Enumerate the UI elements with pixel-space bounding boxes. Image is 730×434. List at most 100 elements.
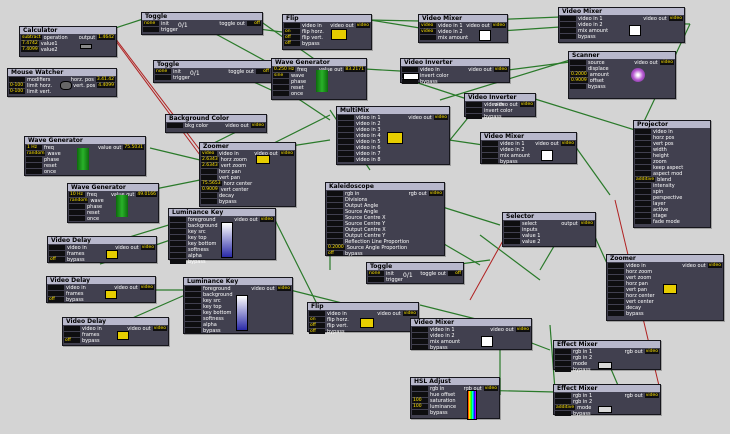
video-in-2-value[interactable] — [412, 333, 428, 338]
rgb-in-1-value[interactable] — [555, 393, 571, 398]
init-value[interactable]: none — [143, 21, 159, 26]
video-out-value[interactable]: video — [560, 141, 575, 146]
invert-color-value[interactable] — [466, 108, 482, 113]
video-in-2-value[interactable] — [338, 121, 354, 126]
mix-amount-value[interactable] — [420, 35, 436, 40]
value2-value[interactable] — [504, 239, 520, 244]
video-in-1-value[interactable] — [412, 327, 428, 332]
video-in-value[interactable] — [49, 245, 65, 250]
rgb-in-2-value[interactable] — [555, 355, 571, 360]
video-out-value[interactable]: video — [493, 67, 508, 72]
trigger-value[interactable] — [143, 27, 159, 32]
foreground-value[interactable] — [170, 217, 186, 222]
luminance-key-actor-1[interactable]: Luminance Key foreground background key … — [168, 208, 276, 265]
horz-center-value[interactable] — [608, 293, 624, 298]
flip-vert-value[interactable]: off — [309, 323, 325, 328]
init-value[interactable]: none — [368, 271, 384, 276]
foreground-value[interactable] — [185, 286, 201, 291]
video-in-1-value[interactable] — [482, 141, 498, 146]
key-top-value[interactable] — [185, 304, 201, 309]
horz-zoom-value[interactable]: 2.6343 — [201, 157, 219, 162]
output-centre-y-value[interactable] — [327, 233, 343, 238]
output-angle-value[interactable] — [327, 203, 343, 208]
modifiers-value[interactable] — [9, 77, 25, 82]
width-value[interactable] — [635, 147, 651, 152]
frames-value[interactable] — [64, 332, 80, 337]
video-out-value[interactable]: video — [152, 326, 167, 331]
divisions-value[interactable] — [327, 197, 343, 202]
value-out-value[interactable]: 49.0166 — [136, 192, 157, 197]
flip-horz-value[interactable]: on — [309, 317, 325, 322]
toggle-out-value[interactable]: off — [448, 271, 462, 276]
key-src-value[interactable] — [170, 229, 186, 234]
kaleidoscope-actor[interactable]: Kaleidoscope rgb in Divisions Output Ang… — [325, 182, 445, 257]
video-out-value[interactable]: video — [519, 102, 534, 107]
bypass-value[interactable] — [608, 311, 624, 316]
saturation-value[interactable]: 100 — [412, 398, 428, 403]
rgb-out-value[interactable]: video — [483, 386, 498, 391]
video-in-value[interactable] — [466, 102, 482, 107]
rgb-in-value[interactable] — [412, 386, 428, 391]
video-in-value[interactable] — [608, 263, 624, 268]
flip-vert-value[interactable]: off — [284, 35, 300, 40]
bypass-value[interactable]: off — [284, 41, 300, 46]
inputs-value[interactable] — [504, 227, 520, 232]
value2-value[interactable]: 7.4099 — [21, 47, 39, 52]
bypass-value[interactable] — [555, 367, 571, 372]
bypass-value[interactable]: off — [327, 251, 343, 256]
once-value[interactable] — [26, 169, 42, 174]
video-in-1-value[interactable] — [338, 115, 354, 120]
video-in-value[interactable] — [64, 326, 80, 331]
wave-value[interactable]: sine — [273, 73, 289, 78]
bypass-value[interactable] — [185, 328, 201, 333]
key-top-value[interactable] — [170, 235, 186, 240]
bypass-value[interactable]: off — [309, 329, 325, 334]
phase-value[interactable] — [26, 157, 42, 162]
video-in-2-value[interactable]: video — [420, 29, 436, 34]
mix-amount-value[interactable] — [482, 153, 498, 158]
stage-value[interactable] — [635, 213, 651, 218]
flip-horz-value[interactable]: on — [284, 29, 300, 34]
vert-pos-value[interactable]: 4.4099 — [97, 83, 115, 88]
operation-value[interactable]: subtract — [21, 35, 42, 40]
mode-value[interactable] — [555, 361, 571, 366]
video-in-value[interactable]: video — [201, 151, 217, 156]
select-value[interactable] — [504, 221, 520, 226]
projector-actor[interactable]: Projector video in horz pos vert pos wid… — [633, 120, 711, 228]
reset-value[interactable] — [26, 163, 42, 168]
mix-amount-value[interactable] — [412, 339, 428, 344]
bypass-value[interactable] — [560, 34, 576, 39]
video-inverter-actor-1[interactable]: Video Inverter video in invert color byp… — [400, 58, 510, 85]
offset-value[interactable]: 0.9009 — [570, 78, 588, 83]
bypass-value[interactable]: off — [48, 297, 64, 302]
video-inverter-actor-2[interactable]: Video Inverter video in invert color byp… — [464, 93, 536, 120]
video-in-1-value[interactable] — [560, 16, 576, 21]
layer-value[interactable] — [635, 201, 651, 206]
vert-center-value[interactable]: 0.9009 — [201, 187, 219, 192]
reset-value[interactable] — [69, 210, 85, 215]
video-out-value[interactable]: video — [402, 311, 417, 316]
horz-pos-value[interactable] — [635, 135, 651, 140]
video-in-4-value[interactable] — [338, 133, 354, 138]
height-value[interactable] — [635, 153, 651, 158]
video-out-value[interactable]: video — [250, 123, 265, 128]
trigger-value[interactable] — [368, 277, 384, 282]
video-in-value[interactable] — [48, 285, 64, 290]
bypass-value[interactable] — [170, 259, 186, 264]
background-value[interactable] — [185, 292, 201, 297]
video-in-5-value[interactable] — [338, 139, 354, 144]
aspect-mod-value[interactable] — [635, 171, 651, 176]
horz-pan-value[interactable] — [608, 281, 624, 286]
bypass-value[interactable] — [466, 114, 482, 119]
init-value[interactable]: none — [155, 69, 171, 74]
video-in-2-value[interactable] — [482, 147, 498, 152]
vert-pan-value[interactable] — [608, 287, 624, 292]
key-bottom-value[interactable] — [170, 241, 186, 246]
